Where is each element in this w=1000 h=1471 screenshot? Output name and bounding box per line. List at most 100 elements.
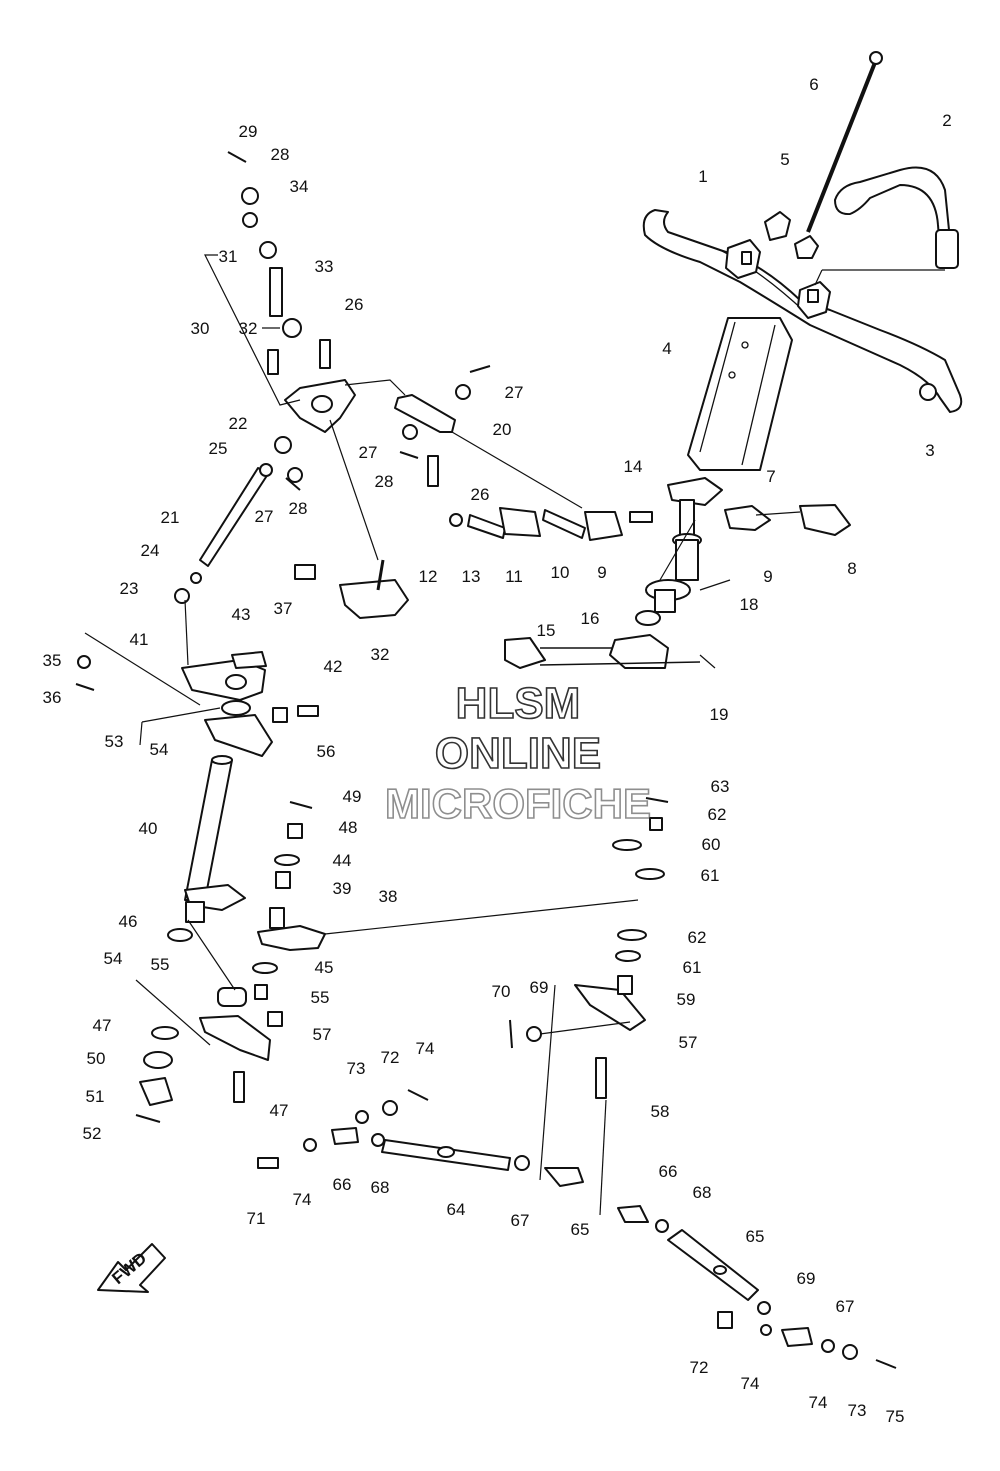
callout-57: 57 xyxy=(313,1025,332,1044)
callout-66: 66 xyxy=(333,1175,352,1194)
callout-15: 15 xyxy=(537,621,556,640)
callout-31: 31 xyxy=(219,247,238,266)
callout-34: 34 xyxy=(290,177,309,196)
callout-10: 10 xyxy=(551,563,570,582)
callout-9: 9 xyxy=(597,563,606,582)
callout-16: 16 xyxy=(581,609,600,628)
callout-18: 18 xyxy=(740,595,759,614)
callout-55: 55 xyxy=(151,955,170,974)
callout-50: 50 xyxy=(87,1049,106,1068)
bracket-33 xyxy=(294,559,409,619)
callout-75: 75 xyxy=(886,1407,905,1426)
callout-27: 27 xyxy=(505,383,524,402)
callout-28: 28 xyxy=(375,472,394,491)
long-bolt-6 xyxy=(806,51,883,233)
knuckle-lower xyxy=(139,928,283,1106)
callout-13: 13 xyxy=(462,567,481,586)
callout-72: 72 xyxy=(690,1358,709,1377)
handlebar-clamp xyxy=(725,239,761,279)
callout-54: 54 xyxy=(150,740,169,759)
callout-49: 49 xyxy=(343,787,362,806)
small-pins xyxy=(75,151,897,1369)
callout-68: 68 xyxy=(371,1178,390,1197)
callout-74: 74 xyxy=(809,1393,828,1412)
callout-69: 69 xyxy=(797,1269,816,1288)
callout-8: 8 xyxy=(847,559,856,578)
tie-rod-65-right xyxy=(617,1205,858,1360)
callout-73: 73 xyxy=(848,1401,867,1420)
callout-26: 26 xyxy=(471,485,490,504)
callout-58: 58 xyxy=(651,1102,670,1121)
assembly-lines xyxy=(84,254,945,1216)
callout-5: 5 xyxy=(780,150,789,169)
callout-27: 27 xyxy=(255,507,274,526)
callout-33: 33 xyxy=(315,257,334,276)
callout-41: 41 xyxy=(130,630,149,649)
callout-27: 27 xyxy=(359,443,378,462)
callout-24: 24 xyxy=(141,541,160,560)
callout-60: 60 xyxy=(702,835,721,854)
callout-61: 61 xyxy=(683,958,702,977)
callout-20: 20 xyxy=(493,420,512,439)
callout-75: 75 xyxy=(0,0,9,4)
callout-25: 25 xyxy=(209,439,228,458)
callout-39: 39 xyxy=(333,879,352,898)
callout-11: 11 xyxy=(505,567,523,586)
callout-63: 63 xyxy=(711,777,730,796)
callout-52: 52 xyxy=(83,1124,102,1143)
callout-36: 36 xyxy=(43,688,62,707)
steering-column-shaft xyxy=(635,477,723,626)
throttle-cable xyxy=(834,166,959,269)
callout-61: 61 xyxy=(701,866,720,885)
callout-9: 9 xyxy=(763,567,772,586)
callout-59: 59 xyxy=(677,990,696,1009)
callout-21: 21 xyxy=(161,508,180,527)
callout-46: 46 xyxy=(119,912,138,931)
bolt-3 xyxy=(919,383,937,401)
callout-14: 14 xyxy=(624,457,643,476)
callout-29: 29 xyxy=(239,122,258,141)
callout-74: 74 xyxy=(416,1039,435,1058)
watermark-line2: ONLINE xyxy=(435,729,601,778)
callout-62: 62 xyxy=(688,928,707,947)
tie-rod-65-left xyxy=(257,1100,584,1187)
callout-32: 32 xyxy=(371,645,390,664)
callout-56: 56 xyxy=(317,742,336,761)
steering-column-cover xyxy=(687,317,793,471)
upper-pivot-bracket xyxy=(241,187,356,433)
rod-21 xyxy=(174,436,303,604)
callout-4: 4 xyxy=(662,339,671,358)
callout-47: 47 xyxy=(93,1016,112,1035)
watermark-line3: MICROFICHE xyxy=(385,780,651,827)
callout-6: 6 xyxy=(809,75,818,94)
lower-arm-39 xyxy=(257,823,326,951)
callout-69: 69 xyxy=(530,978,549,997)
callout-67: 67 xyxy=(511,1211,530,1230)
callout-19: 19 xyxy=(710,705,729,724)
callout-48: 48 xyxy=(339,818,358,837)
pitman-arm-42 xyxy=(181,651,319,757)
callout-26: 26 xyxy=(345,295,364,314)
callout-28: 28 xyxy=(289,499,308,518)
callout-53: 53 xyxy=(105,732,124,751)
callout-57: 57 xyxy=(679,1033,698,1052)
callout-65: 65 xyxy=(571,1220,590,1239)
callout-35: 35 xyxy=(43,651,62,670)
lower-bracket-58 xyxy=(526,817,665,1099)
callout-70: 70 xyxy=(492,982,511,1001)
clamp-caps xyxy=(764,211,819,259)
callout-32: 32 xyxy=(239,319,258,338)
steering-shaft-41 xyxy=(184,755,246,923)
callout-3: 3 xyxy=(925,441,934,460)
callout-72: 72 xyxy=(381,1048,400,1067)
callout-2: 2 xyxy=(942,111,951,130)
callout-7: 7 xyxy=(766,467,775,486)
callout-71: 71 xyxy=(247,1209,266,1228)
callout-1: 1 xyxy=(698,167,707,186)
callout-51: 51 xyxy=(86,1087,105,1106)
callout-43: 43 xyxy=(232,605,251,624)
callout-42: 42 xyxy=(324,657,343,676)
watermark: HLSM ONLINE MICROFICHE xyxy=(384,678,652,828)
callout-64: 64 xyxy=(447,1200,466,1219)
